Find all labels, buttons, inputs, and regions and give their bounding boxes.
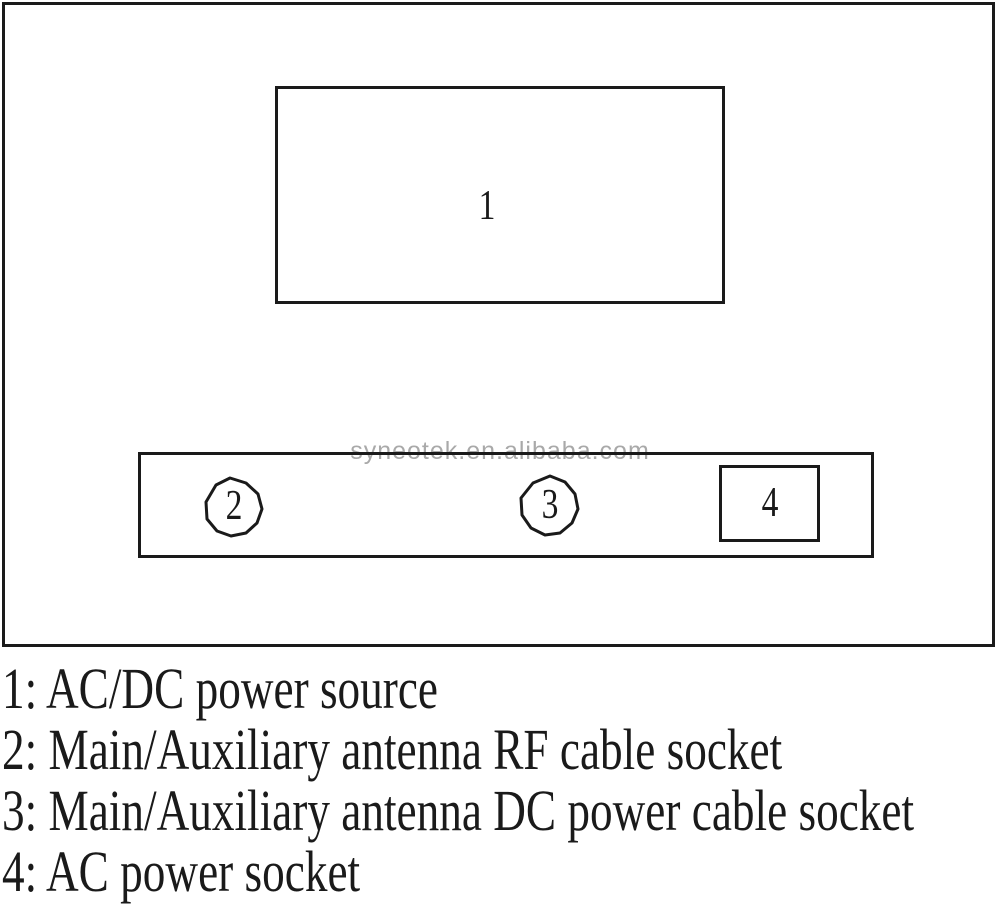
legend-item-3: 3: Main/Auxiliary antenna DC power cable…: [2, 778, 915, 843]
part-label-2: 2: [225, 483, 243, 530]
legend: 1: AC/DC power source 2: Main/Auxiliary …: [2, 658, 1000, 902]
connector-panel-box: [138, 452, 874, 558]
rf-cable-socket-shape: 2: [201, 474, 267, 540]
legend-item-1: 1: AC/DC power source: [2, 656, 439, 721]
watermark-text: syneotek.en.alibaba.com: [350, 437, 650, 465]
legend-item-4: 4: AC power socket: [2, 839, 361, 904]
hand-drawn-circle-icon: [204, 476, 264, 538]
part-label-1: 1: [478, 182, 496, 229]
power-source-box: 1: [275, 86, 725, 304]
legend-item-2: 2: Main/Auxiliary antenna RF cable socke…: [2, 717, 783, 782]
hand-drawn-circle-icon: [519, 474, 580, 537]
ac-power-socket-box: 4: [719, 465, 820, 542]
part-label-4: 4: [761, 479, 778, 526]
part-label-3: 3: [541, 482, 559, 529]
device-outline-box: [2, 2, 995, 647]
dc-power-socket-shape: 3: [517, 473, 583, 539]
